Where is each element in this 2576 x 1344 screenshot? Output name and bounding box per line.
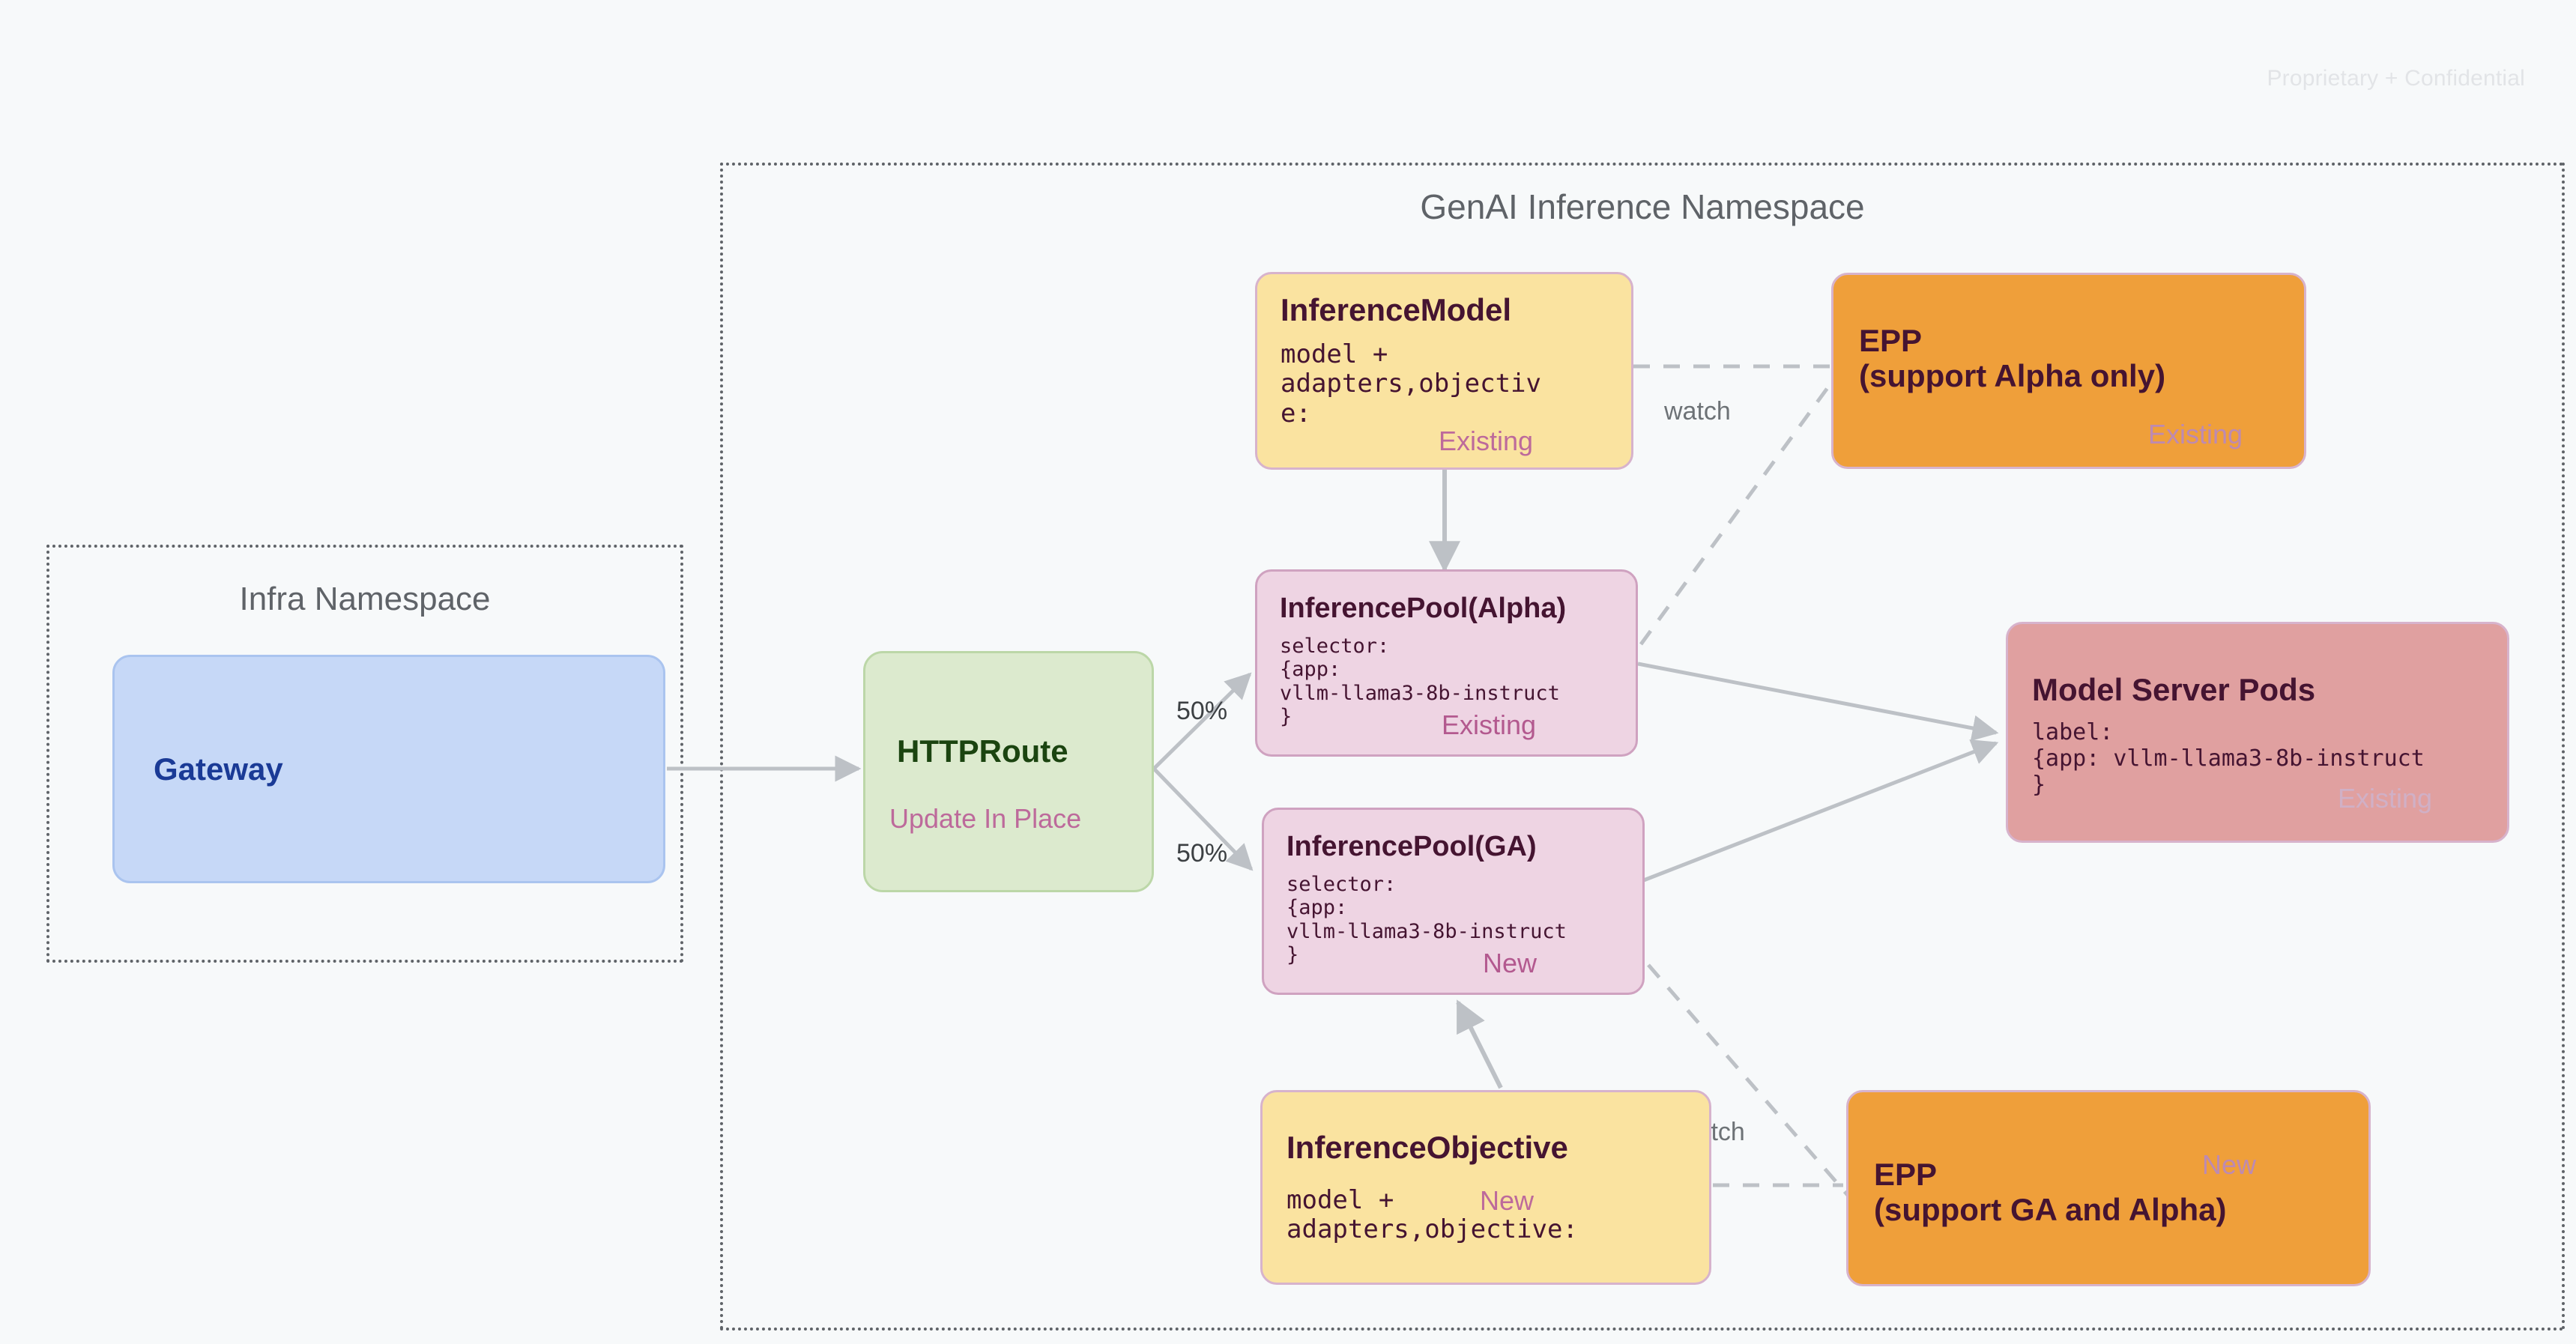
node-inference-objective-title: InferenceObjective [1287,1130,1568,1165]
node-epp-ga-title: EPP (support GA and Alpha) [1874,1157,2227,1228]
node-gateway[interactable]: Gateway [112,655,665,883]
node-inference-model-spec: model + adapters,objectiv e: [1281,339,1541,429]
node-model-server-pods-spec: label: {app: vllm-llama3-8b-instruct } [2032,719,2425,798]
genai-namespace-box [720,163,2565,1331]
node-inference-pool-alpha-title: InferencePool(Alpha) [1280,593,1567,624]
node-epp-ga[interactable]: EPP (support GA and Alpha) New [1846,1090,2371,1286]
node-model-server-pods[interactable]: Model Server Pods label: {app: vllm-llam… [2006,622,2509,843]
node-httproute-badge: Update In Place [889,803,1082,834]
node-inference-pool-ga-title: InferencePool(GA) [1287,831,1537,862]
node-model-server-pods-badge: Existing [2338,783,2433,814]
node-inference-model[interactable]: InferenceModel model + adapters,objectiv… [1255,272,1633,470]
edge-label-50-ga: 50% [1176,839,1228,868]
node-inference-pool-alpha-spec: selector: {app: vllm-llama3-8b-instruct … [1280,635,1560,728]
node-inference-pool-alpha[interactable]: InferencePool(Alpha) selector: {app: vll… [1255,569,1638,757]
infra-namespace-title: Infra Namespace [239,581,491,617]
node-model-server-pods-title: Model Server Pods [2032,672,2316,707]
genai-namespace-title: GenAI Inference Namespace [1420,187,1865,226]
node-inference-pool-ga-badge: New [1483,948,1538,978]
node-gateway-title: Gateway [154,751,283,787]
node-httproute-title: HTTPRoute [897,733,1068,769]
edge-label-watch-alpha: watch [1664,397,1731,426]
node-epp-alpha-badge: Existing [2148,419,2243,449]
node-inference-objective-badge: New [1480,1185,1535,1216]
node-inference-pool-ga[interactable]: InferencePool(GA) selector: {app: vllm-l… [1262,808,1645,995]
node-epp-alpha-title: EPP (support Alpha only) [1859,323,2166,394]
node-epp-ga-badge: New [2202,1149,2257,1180]
node-inference-model-title: InferenceModel [1281,292,1512,327]
edge-label-50-alpha: 50% [1176,697,1228,725]
node-inference-pool-ga-spec: selector: {app: vllm-llama3-8b-instruct … [1287,873,1567,966]
node-inference-model-badge: Existing [1439,426,1534,456]
node-httproute[interactable]: HTTPRoute Update In Place [863,651,1154,892]
node-epp-alpha[interactable]: EPP (support Alpha only) Existing [1831,273,2306,469]
node-inference-pool-alpha-badge: Existing [1442,709,1537,740]
node-inference-objective[interactable]: InferenceObjective model + adapters,obje… [1260,1090,1711,1285]
confidential-watermark: Proprietary + Confidential [2267,66,2525,91]
node-inference-objective-spec: model + adapters,objective: [1287,1185,1578,1245]
infra-namespace-box [46,545,683,963]
